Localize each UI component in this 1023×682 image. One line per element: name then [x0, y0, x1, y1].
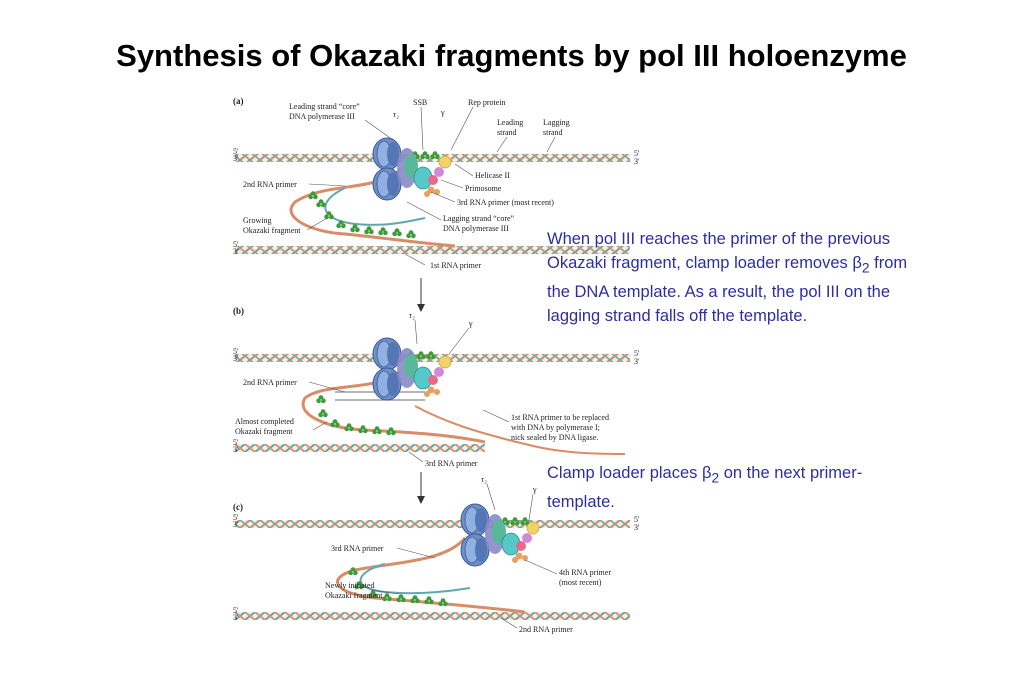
lagging-template-loop: [289, 168, 456, 248]
note1-text-after: from the DNA template. As a result, the …: [547, 254, 908, 326]
label-leading-core-2: DNA polymerase III: [289, 112, 355, 121]
three-prime-b3: 3': [634, 357, 640, 366]
label-second-primer-b: 2nd RNA primer: [243, 378, 297, 387]
three-prime-a3: 3': [634, 157, 640, 166]
five-prime-a2: 5': [233, 240, 239, 249]
note2-text-after: on the next primer-template.: [547, 464, 863, 512]
label-third-primer-b: 3rd RNA primer: [425, 459, 478, 468]
label-replaced-2: with DNA by polymerase I;: [511, 423, 600, 432]
dna-bottom-strand: [235, 246, 630, 254]
dna-bottom-strand-b: [235, 444, 485, 452]
label-gamma-a: γ: [440, 108, 445, 117]
page-title: Synthesis of Okazaki fragments by pol II…: [116, 38, 907, 73]
beta-subscript: 2: [861, 260, 870, 276]
beta-subscript-2: 2: [711, 470, 720, 486]
five-prime-b: 5': [233, 347, 239, 356]
dna-bottom-strand-c: [235, 612, 630, 620]
label-growing-1: Growing: [243, 216, 271, 225]
label-first-primer-a: 1st RNA primer: [430, 261, 481, 270]
five-prime-c3: 5': [634, 515, 640, 524]
panel-label-c: (c): [233, 502, 243, 512]
okazaki-figure: (a) 5' 3' 5' 3' 5' 3' Leading strand “co…: [233, 96, 640, 634]
replisome-a: [373, 138, 451, 200]
label-fourth-primer-1: 4th RNA primer: [559, 568, 611, 577]
label-helicase: Helicase II: [475, 171, 510, 180]
five-prime-a3: 5': [634, 149, 640, 158]
label-rep-protein: Rep protein: [468, 98, 506, 107]
dna-top-strand-c: [235, 520, 630, 528]
five-prime-c: 5': [233, 513, 239, 522]
label-leading-strand-2: strand: [497, 128, 517, 137]
label-gamma-c: γ: [532, 485, 537, 494]
label-tau2-c: τ₂: [481, 475, 487, 484]
growing-fragment: [324, 187, 426, 226]
label-lagging-core-1: Lagging strand “core”: [443, 214, 515, 223]
five-prime-b2: 5': [233, 438, 239, 447]
panel-a: (a) 5' 3' 5' 3' 5' 3' Leading strand “co…: [233, 96, 640, 270]
label-lagging-strand-2: strand: [543, 128, 563, 137]
label-almost-1: Almost completed: [235, 417, 294, 426]
five-prime-b3: 5': [634, 349, 640, 358]
label-tau2-b: τ₂: [409, 311, 415, 320]
replisome-c: [461, 504, 539, 566]
three-prime-c3: 3': [634, 523, 640, 532]
panel-label-a: (a): [233, 96, 244, 106]
label-gamma-b: γ: [468, 319, 473, 328]
three-prime-c2: 3': [233, 613, 239, 622]
label-tau2-a: τ₂: [393, 110, 399, 119]
panel-b: (b) 5' 3' 5' 3' 5' 3' τ₂ γ 2nd RNA prime…: [233, 306, 640, 468]
note1-text-before: When pol III reaches the primer of the p…: [547, 230, 891, 272]
label-replaced-1: 1st RNA primer to be replaced: [511, 413, 609, 422]
label-lagging-strand-1: Lagging: [543, 118, 570, 127]
label-newly-2: Okazaki fragment: [325, 591, 383, 600]
label-leading-core-1: Leading strand “core”: [289, 102, 360, 111]
label-growing-2: Okazaki fragment: [243, 226, 301, 235]
panel-label-b: (b): [233, 306, 244, 316]
label-replaced-3: nick sealed by DNA ligase.: [511, 433, 598, 442]
note2-text-before: Clamp loader places: [547, 464, 702, 482]
three-prime-c: 3': [233, 520, 239, 529]
label-second-primer-c: 2nd RNA primer: [519, 625, 573, 634]
label-second-primer-a: 2nd RNA primer: [243, 180, 297, 189]
label-almost-2: Okazaki fragment: [235, 427, 293, 436]
three-prime-a2: 3': [233, 247, 239, 256]
label-leading-strand-1: Leading: [497, 118, 523, 127]
five-prime-c2: 5': [233, 606, 239, 615]
note-clamp-removal: When pol III reaches the primer of the p…: [547, 227, 917, 328]
label-primosome: Primosome: [465, 184, 502, 193]
note-clamp-placement: Clamp loader places β2 on the next prime…: [547, 461, 887, 514]
three-prime-b: 3': [233, 354, 239, 363]
replisome-b: [373, 338, 451, 400]
label-third-primer-a: 3rd RNA primer (most recent): [457, 198, 554, 207]
three-prime-a: 3': [233, 154, 239, 163]
label-newly-1: Newly initiated: [325, 581, 375, 590]
five-prime-a: 5': [233, 147, 239, 156]
label-fourth-primer-2: (most recent): [559, 578, 602, 587]
label-ssb: SSB: [413, 98, 427, 107]
panel-c: (c) 5' 3' 5' 3' 5' 3' τ₂ γ 3rd RNA prime…: [233, 475, 640, 634]
three-prime-b2: 3': [233, 445, 239, 454]
beta-symbol-2: β: [702, 464, 712, 482]
beta-symbol: β: [852, 254, 862, 272]
label-lagging-core-2: DNA polymerase III: [443, 224, 509, 233]
label-third-primer-c: 3rd RNA primer: [331, 544, 384, 553]
